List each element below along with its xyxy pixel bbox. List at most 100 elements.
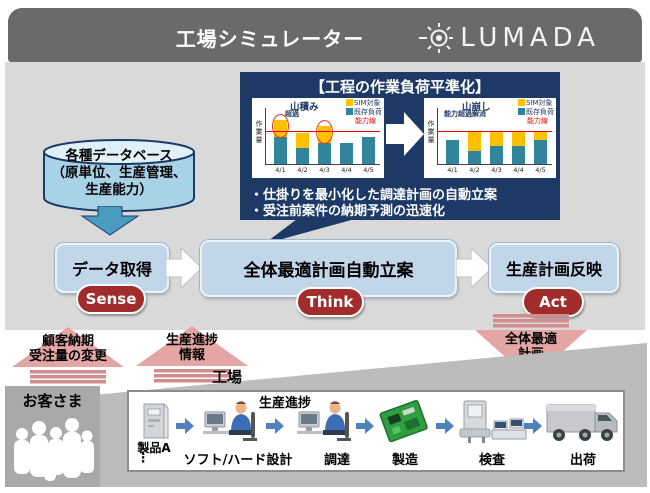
step-arrow-icon [266,418,284,434]
progress-info-label: 生産進捗 情報 [136,333,248,363]
step-arrow-icon [176,418,194,434]
bar-segment [296,148,309,164]
chart-annotation: 能力超過解消 [444,110,486,118]
product-label: 製品A [137,441,171,455]
legend-swatch-sim [346,99,353,106]
product-dots: ⋮ [136,451,150,466]
x-tick-label: 4/5 [535,166,546,174]
customer-block: お客さま [5,386,100,487]
legend-label: SIM対象 [354,99,381,107]
database-down-arrow-icon [80,206,140,236]
flow-box-label: 生産計画反映 [505,260,602,279]
think-badge-label: Think [306,293,354,311]
bar-segment [318,143,331,164]
overload-oval [316,120,333,145]
database-line: 生産能力） [85,182,153,198]
step-arrow-icon [436,418,454,434]
progress-inner-label: 生産進捗 [258,396,311,411]
step-arrow-icon [524,418,542,434]
x-tick-label: 4/2 [297,166,308,174]
leveling-title: 【工程の作業負荷平準化】 [309,78,490,96]
customer-change-up-arrow-icon [12,327,124,384]
optimal-plan-line: 全体最適 [504,332,557,347]
customer-change-line: 顧客納期 [41,334,94,349]
chart-title: 山積み [290,102,319,113]
database-line: （原単位、生産管理、 [51,165,187,181]
leveling-callout: 【工程の作業負荷平準化】 山積み SIM対象 既存負荷 能力線 作業量 超過 4… [240,72,560,220]
database-cylinder-icon [43,139,195,212]
database-line: 各種データベース [65,148,173,164]
flow-box-optimal-planning: 全体最適計画自動立案 [200,240,457,297]
capacity-line [437,130,552,132]
customer-label: お客さま [22,392,83,410]
bar-segment [446,139,459,164]
legend-label: SIM対象 [526,99,553,107]
benefit-bullet: ・受注前案件の納期予測の迅速化 [250,204,446,219]
chart-title: 山崩し [462,102,491,113]
legend-swatch-existing [518,108,525,115]
bar-segment [534,130,547,140]
header-bar: 工場シミュレーター LUMADA [8,8,642,62]
act-badge: Act [522,287,584,317]
page-title: 工場シミュレーター [175,27,365,51]
product-pc-icon [143,403,169,439]
benefit-bullet: ・仕掛りを最小化した調達計画の自動立案 [250,188,498,203]
legend-label: 既存負荷 [526,108,554,116]
legend-capacity-label: 能力線 [527,117,548,125]
bar-segment [362,137,375,164]
process-step-label: 製造 [391,453,418,468]
transform-arrow-icon [386,112,424,156]
step-arrow-icon [356,418,374,434]
brand-name: LUMADA [460,23,600,53]
progress-info-up-arrow-icon [136,326,248,383]
process-step-label: 出荷 [569,453,596,468]
database-label: 各種データベース （原単位、生産管理、 生産能力） [42,148,196,199]
callout-tail [264,219,355,244]
bar-segment [490,145,503,164]
overload-oval [272,114,289,139]
bar-segment [340,143,353,164]
progress-info-line: 情報 [178,348,205,363]
process-step-label: 調達 [323,453,350,468]
x-tick-label: 4/5 [363,166,374,174]
procurement-worker-icon [297,401,351,441]
bar-segment [512,130,525,146]
lumada-brand: LUMADA [419,19,600,57]
legend-capacity-label: 能力線 [355,117,376,125]
flow-box-label: データ取得 [71,260,152,279]
flow-arrow-icon [166,248,203,288]
x-tick-label: 4/4 [513,166,524,174]
think-badge: Think [296,287,364,317]
chart-legend: SIM対象 既存負荷 能力線 [518,99,554,126]
chart-annotation: 超過 [285,110,299,118]
bar-segment [274,137,287,164]
circuit-board-icon [379,399,428,443]
legend-swatch-sim [518,99,525,106]
y-axis-label: 作業量 [255,120,263,144]
process-step-label: 検査 [478,453,505,468]
bar-segment [490,130,503,146]
truck-icon [546,404,618,441]
chart-legend: SIM対象 既存負荷 能力線 [346,99,382,126]
bar-segment [468,130,481,151]
sense-badge-label: Sense [85,290,137,308]
progress-info-line: 生産進捗 [165,333,218,348]
design-worker-icon [203,401,257,441]
bar-segment [534,139,547,164]
act-badge-label: Act [539,293,567,311]
x-tick-label: 4/1 [447,166,458,174]
people-group-icon [14,418,94,481]
flow-arrow-icon [456,248,493,288]
lumada-sun-icon [419,23,454,53]
customer-change-line: 受注量の変更 [28,349,107,364]
legend-label: 既存負荷 [354,108,382,116]
bar-segment [468,150,481,164]
factory-label: 工場 [212,368,243,386]
y-axis-label: 作業量 [427,120,435,144]
capacity-line [265,130,380,132]
x-tick-label: 4/3 [491,166,502,174]
